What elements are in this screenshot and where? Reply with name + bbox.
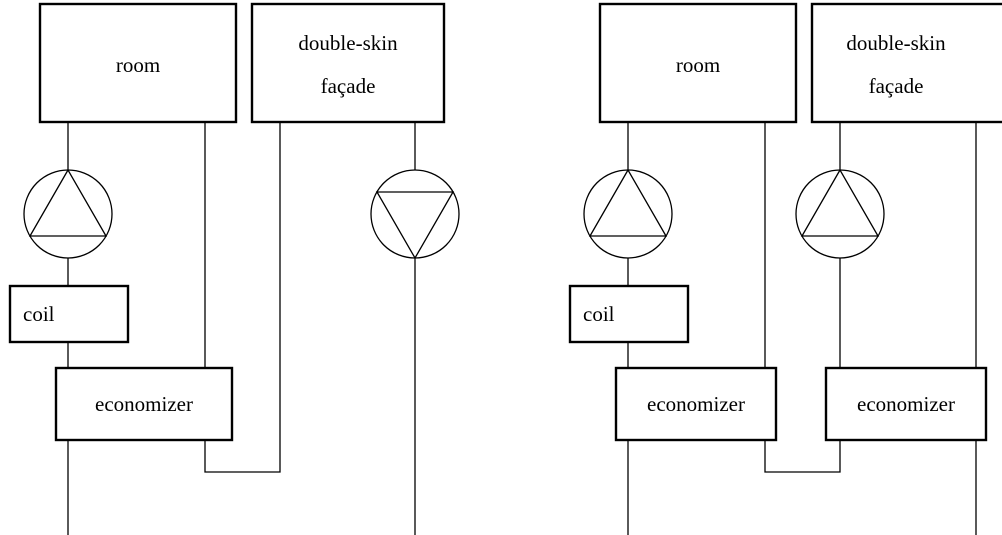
left-coil-label: coil	[23, 302, 55, 326]
right-diagram: room double-skin façade coil economizer …	[568, 2, 1002, 535]
right-economizer-right-box	[824, 366, 988, 442]
left-facade-label-line2: façade	[321, 74, 376, 98]
right-economizer-link-duct	[764, 440, 841, 473]
right-room-box	[598, 2, 798, 124]
fan-triangle-down-icon	[370, 169, 460, 260]
right-coil-box	[568, 284, 690, 344]
left-economizer-label: economizer	[95, 392, 193, 416]
left-economizer-box	[54, 366, 234, 442]
left-economizer-facade-duct	[204, 122, 281, 473]
right-economizer-left-label: economizer	[647, 392, 745, 416]
right-economizer-right-label: economizer	[857, 392, 955, 416]
fan-triangle-up-icon	[795, 168, 885, 259]
left-coil-box	[8, 284, 130, 344]
right-facade-label-line2: façade	[869, 74, 924, 98]
right-economizer-left-box	[614, 366, 778, 442]
right-room-label: room	[676, 53, 720, 77]
left-room-label: room	[116, 53, 160, 77]
right-coil-label: coil	[583, 302, 615, 326]
fan-triangle-up-icon	[583, 168, 673, 259]
left-facade-label-line1: double-skin	[298, 31, 398, 55]
right-facade-label-line1: double-skin	[846, 31, 946, 55]
right-facade-box	[810, 2, 1002, 124]
fan-triangle-up-icon	[23, 168, 113, 259]
left-diagram: room double-skin façade coil economizer	[8, 2, 460, 535]
left-facade-box	[250, 2, 446, 124]
left-room-box	[38, 2, 238, 124]
